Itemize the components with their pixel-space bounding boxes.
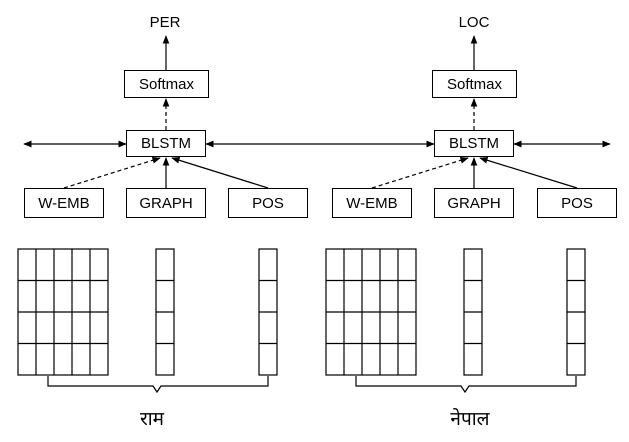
graph-matrix-1	[155, 248, 175, 376]
input-brace-2	[355, 376, 577, 394]
output-label-1: PER	[149, 14, 181, 31]
blstm-label-2: BLSTM	[448, 135, 499, 152]
feature-label-pos-1: POS	[252, 194, 284, 212]
softmax-box-1: Softmax	[124, 70, 209, 98]
feature-box-pos-2: POS	[537, 188, 617, 218]
feature-box-w-emb-2: W-EMB	[332, 188, 412, 218]
input-brace-1	[47, 376, 269, 394]
pos-to-blstm-arrow-2	[479, 157, 578, 189]
feature-label-pos-2: POS	[561, 194, 593, 212]
pos-matrix-1	[258, 248, 278, 376]
w-emb-to-blstm-arrow-2	[371, 157, 469, 189]
softmax-label-1: Softmax	[138, 75, 195, 93]
input-word-2: नेपाल	[450, 408, 490, 430]
pos-to-blstm-arrow-1	[171, 157, 269, 189]
feature-box-graph-1: GRAPH	[126, 188, 206, 218]
blstm-box-1: BLSTM	[126, 130, 206, 157]
graph-matrix-2	[463, 248, 483, 376]
w-emb-to-blstm-arrow-1	[63, 157, 161, 189]
feature-label-w-emb-1: W-EMB	[38, 194, 90, 212]
feature-box-w-emb-1: W-EMB	[24, 188, 104, 218]
input-word-1: राम	[139, 408, 165, 430]
pos-matrix-2	[566, 248, 586, 376]
feature-label-graph-1: GRAPH	[139, 194, 193, 212]
feature-box-graph-2: GRAPH	[434, 188, 514, 218]
output-label-2: LOC	[458, 14, 490, 31]
feature-label-w-emb-2: W-EMB	[346, 194, 398, 212]
softmax-label-2: Softmax	[446, 75, 503, 93]
embedding-matrix-1	[17, 248, 109, 376]
feature-label-graph-2: GRAPH	[447, 194, 501, 212]
blstm-box-2: BLSTM	[434, 130, 514, 157]
softmax-box-2: Softmax	[432, 70, 517, 98]
feature-box-pos-1: POS	[228, 188, 308, 218]
blstm-label-1: BLSTM	[140, 135, 191, 152]
embedding-matrix-2	[325, 248, 417, 376]
